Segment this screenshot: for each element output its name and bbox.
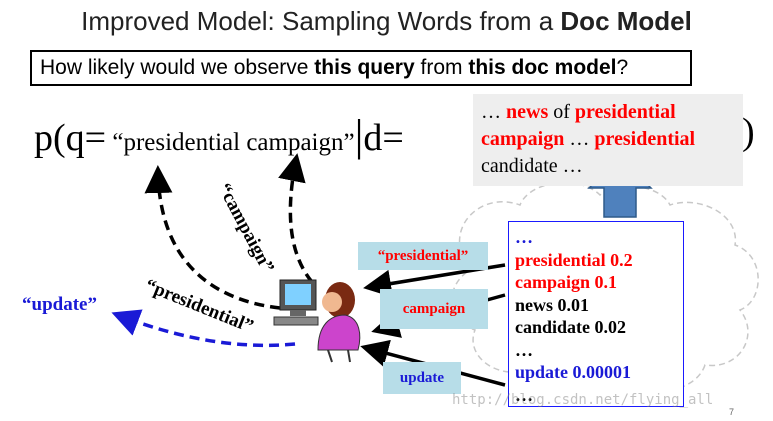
doc-line-3: candidate … (481, 155, 583, 177)
dashed-arrow-campaign (278, 153, 314, 284)
sample-label-update: update (383, 362, 461, 394)
question-text-3: ? (616, 56, 629, 79)
word-distribution-box: … presidential 0.2 campaign 0.1 news 0.0… (508, 221, 684, 407)
arrow-word-update: “update” (22, 294, 97, 315)
formula-close-paren: ) (742, 111, 755, 153)
dist-row: … (515, 339, 533, 360)
cloud-shape (451, 182, 759, 393)
dist-row: candidate 0.02 (515, 317, 627, 337)
doc-line-2: campaign … presidential (481, 126, 743, 153)
question-text-2: from (414, 56, 469, 79)
dist-row: update 0.00001 (515, 362, 632, 382)
question-text-1: How likely would we observe (40, 56, 315, 79)
watermark: http://blog.csdn.net/flying_all (452, 392, 714, 408)
dist-row: … (515, 384, 533, 405)
formula-prefix: p(q= (34, 117, 107, 159)
dashed-arrow-update (111, 309, 296, 348)
formula-suffix: d= (363, 117, 404, 159)
title-plain: Improved Model: Sampling Words from a (81, 6, 561, 36)
doc-line-1: … news of presidential (481, 99, 743, 126)
doc-word-presidential-2: presidential (594, 128, 696, 150)
sample-label-campaign: campaign (380, 289, 488, 329)
question-bold-1: this query (314, 56, 415, 79)
doc-ellipsis: … (481, 101, 506, 123)
doc-word-presidential: presidential (574, 101, 676, 123)
doc-word-news: news (506, 101, 549, 123)
person-at-computer-icon (273, 279, 361, 363)
doc-text-box: … news of presidential campaign … presid… (473, 94, 743, 186)
slide-title: Improved Model: Sampling Words from a Do… (0, 6, 773, 37)
probability-formula: p(q= “presidential campaign”|d= (34, 110, 404, 161)
dist-row: news 0.01 (515, 294, 590, 315)
dashed-arrow-presidential (144, 165, 281, 310)
dist-row: presidential 0.2 (515, 249, 633, 270)
formula-query: “presidential campaign” (106, 129, 355, 156)
title-bold: Doc Model (560, 6, 692, 36)
question-box: How likely would we observe this query f… (30, 50, 692, 86)
page-number: 7 (729, 407, 735, 417)
doc-ellipsis-2: … (564, 128, 595, 150)
dist-row: … (515, 227, 533, 247)
dist-row: campaign 0.1 (515, 272, 618, 292)
doc-word-of: of (548, 101, 575, 123)
formula-bar: | (354, 111, 364, 160)
question-bold-2: this doc model (468, 56, 617, 79)
sample-label-presidential: “presidential” (358, 242, 488, 270)
doc-word-campaign: campaign (481, 128, 565, 150)
